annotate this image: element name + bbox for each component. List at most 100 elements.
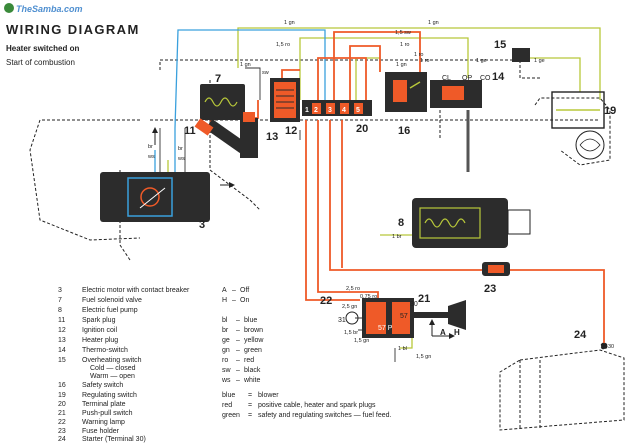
- color-code: gn: [222, 347, 230, 354]
- motor-arrows: [152, 127, 235, 188]
- watermark-text: TheSamba.com: [16, 4, 83, 14]
- switch-a: A: [440, 328, 446, 337]
- heater-body-outline: [29, 59, 611, 261]
- num-7: 7: [215, 73, 221, 85]
- num-14: 14: [492, 71, 505, 83]
- wire-label: 1,5 sw: [395, 30, 411, 36]
- num-24: 24: [574, 329, 587, 341]
- dash: =: [248, 392, 253, 399]
- num-8: 8: [398, 217, 404, 229]
- safety-switch: [385, 72, 427, 112]
- dash: –: [236, 377, 240, 384]
- dash: –: [236, 317, 240, 324]
- legend-num: 16: [58, 382, 66, 389]
- legend-name: Safety switch: [82, 382, 124, 389]
- legend-num: 19: [58, 392, 66, 399]
- legend-num: 20: [58, 401, 66, 408]
- color-name: black: [244, 367, 261, 374]
- circuit-desc: blower: [258, 392, 279, 399]
- num-3: 3: [199, 219, 205, 231]
- wire-label: ws: [147, 154, 155, 160]
- push-pull-switch: [362, 298, 466, 338]
- wire-label: 2,5 gn: [342, 304, 357, 310]
- term-co: CO: [480, 75, 491, 82]
- wire-label: 1 ge: [476, 58, 487, 64]
- regulating-switch: [551, 91, 605, 160]
- dash: –: [236, 327, 240, 334]
- color-code: br: [222, 327, 229, 334]
- term-cl: CL: [442, 75, 451, 82]
- legend-name: Heater plug: [82, 337, 119, 344]
- wire-label: 1,5 gn: [416, 354, 431, 360]
- legend-num: 8: [58, 307, 62, 314]
- legend-name: Warm — open: [90, 373, 135, 380]
- wire-label: br: [148, 144, 153, 150]
- num-13: 13: [266, 131, 278, 143]
- num-11: 11: [184, 125, 196, 137]
- wire-label: 30: [608, 344, 614, 350]
- wire-label: 1,5 br: [344, 330, 358, 336]
- legend-name: Fuse holder: [82, 428, 119, 435]
- heater-plug: [240, 112, 258, 158]
- legend-num: 21: [58, 410, 66, 417]
- dash: –: [232, 297, 236, 304]
- wire-label: 1 ro: [420, 58, 429, 64]
- fuse-holder: [482, 262, 510, 276]
- wire-label: 1 bl: [398, 346, 407, 352]
- term-3: 3: [328, 107, 332, 114]
- wire-label: br: [178, 146, 183, 152]
- legend-num: 7: [58, 297, 62, 304]
- terminal-plate: [302, 100, 372, 116]
- term-57: 57: [400, 313, 408, 320]
- legend-name: Regulating switch: [82, 392, 137, 399]
- dash: –: [236, 337, 240, 344]
- wire-label: ws: [177, 156, 185, 162]
- wire-label: sw: [262, 70, 269, 76]
- legend-name: Fuel solenoid valve: [82, 297, 142, 304]
- legend-name: Electric motor with contact breaker: [82, 287, 190, 294]
- wire-label: 1 ge: [534, 58, 545, 64]
- legend-name: Electric fuel pump: [82, 307, 138, 314]
- num-12: 12: [285, 125, 297, 137]
- legend-name: Starter (Terminal 30): [82, 436, 146, 443]
- legend-name: Ignition coil: [82, 327, 118, 334]
- electric-motor: [100, 172, 210, 222]
- switch-code: A: [222, 287, 227, 294]
- blue-wires: [154, 29, 326, 178]
- color-name: white: [244, 377, 261, 384]
- dash: –: [236, 357, 240, 364]
- legend-name: Terminal plate: [82, 401, 126, 408]
- legend-num: 22: [58, 419, 66, 426]
- color-code: bl: [222, 317, 228, 324]
- dash: =: [248, 412, 253, 419]
- legend-num: 14: [58, 347, 66, 354]
- num-22: 22: [320, 295, 332, 307]
- ignition-coil: [270, 78, 300, 122]
- wire-label: 0,75 ro: [360, 294, 377, 300]
- electric-fuel-pump: [412, 198, 531, 248]
- legend-name: Overheating switch: [82, 357, 142, 364]
- wire-label: 1 gn: [428, 20, 439, 26]
- legend-num: 15: [58, 357, 66, 364]
- wire-label: 1 gn: [396, 62, 407, 68]
- legend-name: Spark plug: [82, 317, 116, 324]
- color-name: brown: [244, 327, 264, 334]
- color-name: red: [244, 357, 255, 364]
- starter: [499, 342, 625, 431]
- num-16: 16: [398, 125, 410, 137]
- subtitle: Heater switched on: [6, 44, 80, 53]
- wire-label: 2,5 ro: [346, 286, 360, 292]
- wire-label: 1 ro: [414, 52, 423, 58]
- color-code: ro: [222, 357, 229, 364]
- legend-num: 3: [58, 287, 62, 294]
- spark-plug: [194, 118, 247, 153]
- color-name: blue: [244, 317, 258, 324]
- circuit-key: blue: [222, 392, 236, 399]
- warning-lamp: [345, 311, 359, 325]
- term-op: OP: [462, 75, 472, 82]
- circuit-desc: safety and regulating switches — fuel fe…: [258, 412, 392, 419]
- wire-label: 1,5 ro: [276, 42, 290, 48]
- term-4: 4: [342, 107, 346, 114]
- color-name: yellow: [244, 337, 264, 344]
